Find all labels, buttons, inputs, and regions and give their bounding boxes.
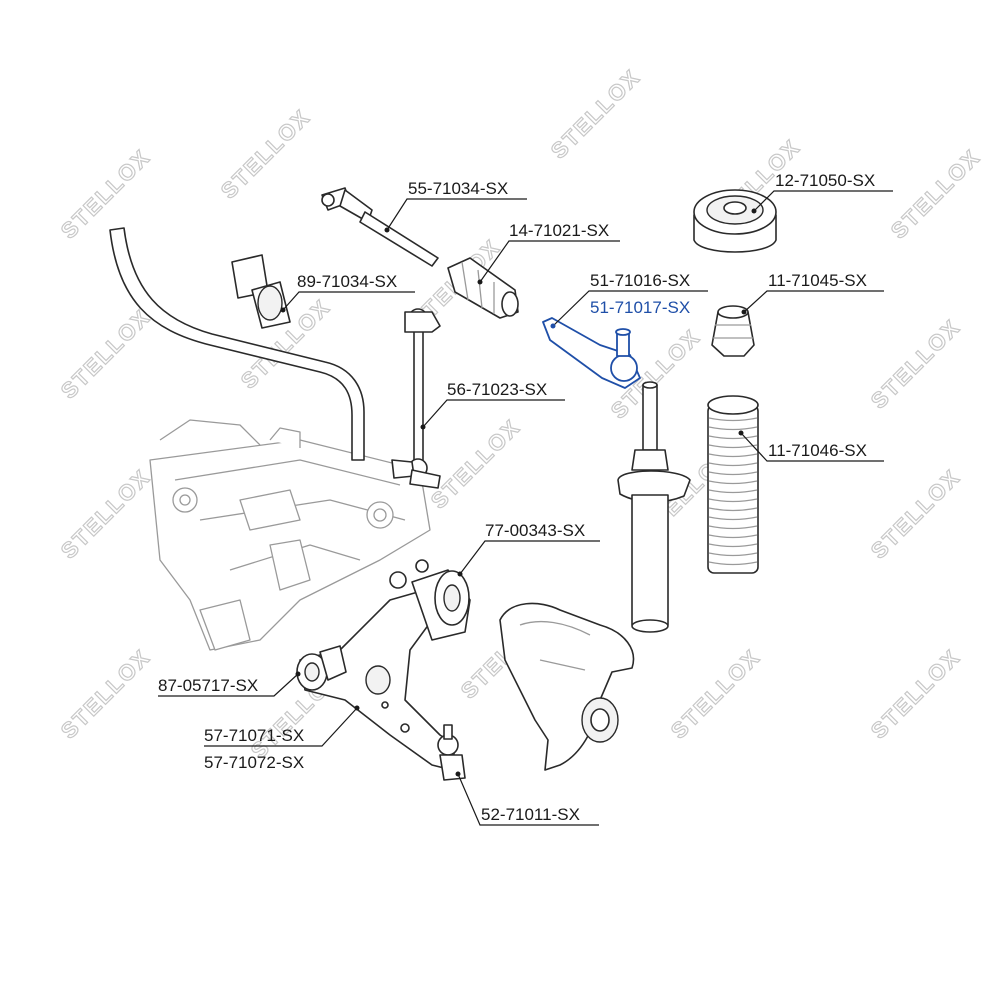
- label-11-71046-SX: 11-71046-SX: [768, 441, 867, 460]
- label-57-71072-SX: 57-71072-SX: [204, 753, 304, 772]
- dust-boot-ring: [708, 561, 758, 566]
- dust-boot-ring: [708, 453, 758, 458]
- dust-boot-ring: [708, 498, 758, 503]
- watermark-text: STELLOX: [866, 644, 965, 743]
- label-57-71071-SX: 57-71071-SX: [204, 726, 304, 745]
- watermark-text: STELLOX: [56, 144, 155, 243]
- shock-absorber: [617, 381, 691, 633]
- dust-boot-ring: [708, 507, 758, 512]
- watermark-text: STELLOX: [886, 144, 985, 243]
- tie-rod: [321, 187, 439, 267]
- watermark-text: STELLOX: [56, 464, 155, 563]
- stabilizer-bushing: [231, 254, 291, 329]
- label-55-71034-SX: 55-71034-SX: [408, 179, 508, 198]
- watermark-text: STELLOX: [546, 64, 645, 163]
- watermark-text: STELLOX: [666, 644, 765, 743]
- dust-boot-ring: [708, 417, 758, 422]
- dust-boot-ring: [708, 525, 758, 530]
- label-89-71034-SX: 89-71034-SX: [297, 272, 397, 291]
- label-51-71016-SX: 51-71016-SX: [590, 271, 690, 290]
- watermark-text: STELLOX: [56, 644, 155, 743]
- dust-boot-ring: [708, 534, 758, 539]
- dust-boot-ring: [708, 471, 758, 476]
- dust-boot-ring: [708, 489, 758, 494]
- steering-knuckle: [499, 602, 635, 771]
- dust-boot-ring: [708, 462, 758, 467]
- label-52-71011-SX: 52-71011-SX: [481, 805, 580, 824]
- label-56-71023-SX: 56-71023-SX: [447, 380, 547, 399]
- leader-lines: [158, 190, 893, 826]
- lower-control-arm: [299, 589, 456, 771]
- steering-boot: [447, 257, 519, 319]
- dust-boot-ring: [708, 480, 758, 485]
- label-51-71017-SX: 51-71017-SX: [590, 298, 690, 317]
- label-11-71045-SX: 11-71045-SX: [768, 271, 867, 290]
- label-87-05717-SX: 87-05717-SX: [158, 676, 258, 695]
- watermark-text: STELLOX: [426, 414, 525, 513]
- strut-top-mount: [693, 189, 777, 253]
- part-labels: 55-71034-SX 14-71021-SX 89-71034-SX 51-7…: [158, 171, 875, 824]
- watermark-text: STELLOX: [216, 104, 315, 203]
- stabilizer-bar: [109, 227, 365, 461]
- ball-joint: [437, 724, 466, 781]
- label-12-71050-SX: 12-71050-SX: [775, 171, 875, 190]
- dust-boot: [707, 395, 759, 574]
- control-arm-rear-bushing: [389, 559, 471, 641]
- watermark-text: STELLOX: [866, 464, 965, 563]
- subframe-drawing: [149, 419, 431, 651]
- control-arm-front-bushing: [296, 645, 347, 691]
- tie-rod-end: [542, 317, 641, 389]
- stabilizer-link: [391, 308, 441, 489]
- watermark-text: STELLOX: [866, 314, 965, 413]
- dust-boot-ring: [708, 552, 758, 557]
- label-77-00343-SX: 77-00343-SX: [485, 521, 585, 540]
- bump-stop: [711, 305, 755, 357]
- dust-boot-ring: [708, 543, 758, 548]
- dust-boot-ring: [708, 516, 758, 521]
- dust-boot-ring: [708, 426, 758, 431]
- watermark-text: STELLOX: [56, 304, 155, 403]
- label-14-71021-SX: 14-71021-SX: [509, 221, 609, 240]
